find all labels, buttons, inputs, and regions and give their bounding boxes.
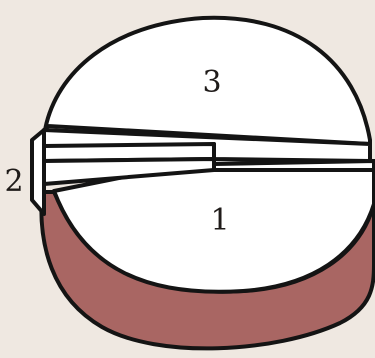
label-2: 2 (4, 164, 23, 199)
label-1: 1 (210, 203, 229, 238)
label-3: 3 (202, 65, 221, 100)
